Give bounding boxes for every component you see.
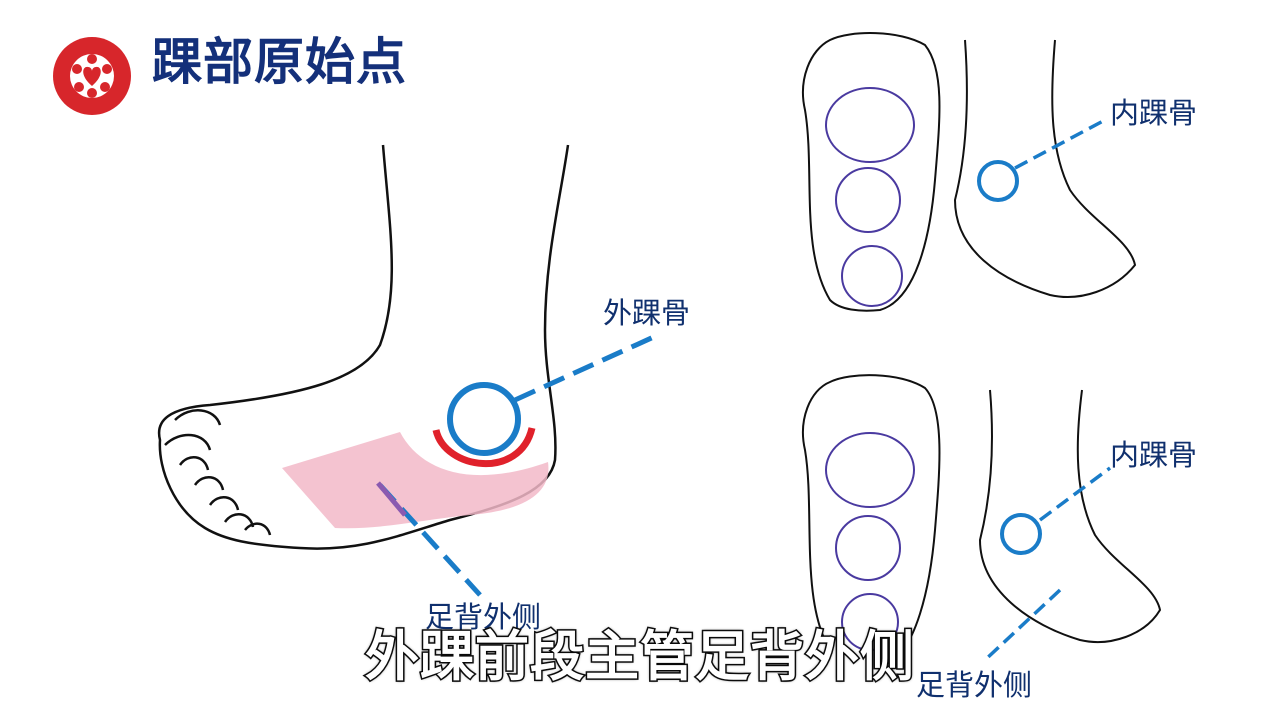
dorsum-zone [282,432,549,529]
label-dorsum-lateral: 足背外侧 [425,600,542,634]
top-ankle-point [977,160,1019,202]
label-inner-ankle-bottom: 内踝骨 [1110,438,1198,472]
label-inner-ankle-top: 内踝骨 [1110,96,1198,130]
sole-top-illustration [801,32,941,312]
label-outer-ankle: 外踝骨 [603,296,691,330]
bottom-ankle-point [1000,513,1042,555]
top-ankle-leader [1014,118,1106,170]
dorsum-leader-purple [376,481,407,517]
side-foot-top-illustration [953,39,1137,298]
logo [53,37,131,115]
main-foot-illustration [157,144,570,550]
sole-bottom-illustration [801,374,941,661]
dorsum-leader-line [378,483,482,597]
ankle-leader-line [513,332,660,403]
label-dorsum-lateral-right: 足背外侧 [916,668,1033,702]
red-arc [432,427,536,467]
ankle-point-circle [447,382,521,456]
bottom-ankle-leader [1038,466,1112,522]
page-title: 踝部原始点 [152,33,407,91]
video-subtitle: 外踝前段主管足背外侧 [364,624,916,690]
bottom-dorsum-leader [983,588,1062,662]
side-foot-bottom-illustration [978,389,1162,643]
